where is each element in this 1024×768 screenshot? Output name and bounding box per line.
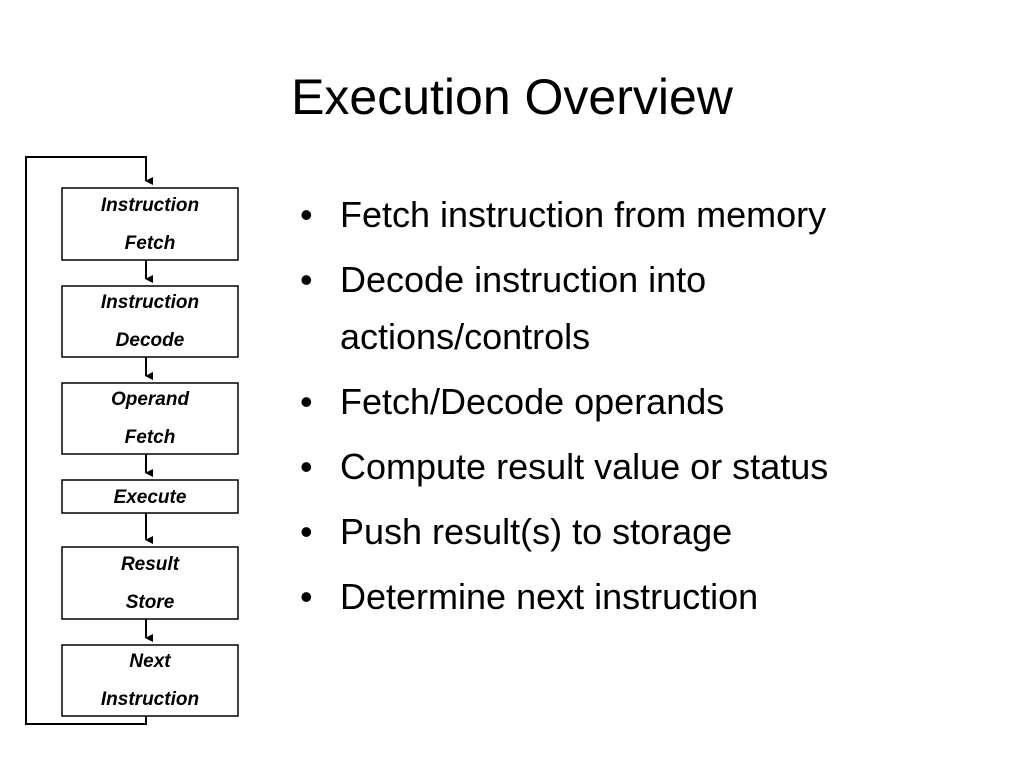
bullet-text: Determine next instruction bbox=[340, 576, 759, 617]
stage-box bbox=[61, 382, 239, 455]
bullet-text-continuation: actions/controls bbox=[340, 316, 591, 357]
stage-label-line2: Decode bbox=[116, 330, 185, 351]
bullet-item: • Push result(s) to storage bbox=[300, 503, 1000, 560]
slide-title: Execution Overview bbox=[291, 69, 733, 125]
bullet-dot: • bbox=[300, 381, 313, 422]
stage-instruction-decode: Instruction Decode bbox=[61, 285, 239, 358]
stage-label-line2: Fetch bbox=[125, 427, 176, 448]
pipeline-flowchart: Instruction Fetch Instruction Decode Ope… bbox=[25, 156, 239, 725]
bullet-list: • Fetch instruction from memory • Decode… bbox=[300, 186, 1000, 633]
stage-label-line1: Execute bbox=[114, 487, 187, 508]
stage-execute: Execute bbox=[61, 479, 239, 514]
stage-instruction-fetch: Instruction Fetch bbox=[61, 187, 239, 261]
feedback-loop-arrow bbox=[25, 156, 153, 725]
bullet-text: Decode instruction into bbox=[340, 259, 707, 300]
stage-label-line1: Next bbox=[129, 651, 171, 672]
stage-label-line2: Instruction bbox=[101, 689, 199, 710]
bullet-dot: • bbox=[300, 576, 313, 617]
bullet-text: Fetch instruction from memory bbox=[340, 194, 827, 235]
bullet-text: Compute result value or status bbox=[340, 446, 829, 487]
stage-box bbox=[61, 285, 239, 358]
stage-label-line2: Store bbox=[126, 592, 175, 613]
stage-label-line1: Instruction bbox=[101, 195, 199, 216]
stage-box bbox=[61, 187, 239, 261]
bullet-text: Push result(s) to storage bbox=[340, 511, 733, 552]
bullet-dot: • bbox=[300, 194, 313, 235]
bullet-text: Fetch/Decode operands bbox=[340, 381, 725, 422]
stage-next-instruction: Next Instruction bbox=[61, 644, 239, 717]
stage-result-store: Result Store bbox=[61, 546, 239, 620]
stage-label-line2: Fetch bbox=[125, 233, 176, 254]
stage-box bbox=[61, 479, 239, 514]
bullet-item: • Fetch/Decode operands bbox=[300, 373, 1000, 430]
stage-label-line1: Result bbox=[121, 554, 180, 575]
bullet-item: • Determine next instruction bbox=[300, 568, 1000, 625]
bullet-dot: • bbox=[300, 259, 313, 300]
stage-operand-fetch: Operand Fetch bbox=[61, 382, 239, 455]
stage-label-line1: Operand bbox=[111, 389, 190, 410]
bullet-item: • Decode instruction into actions/contro… bbox=[300, 251, 1000, 365]
bullet-dot: • bbox=[300, 446, 313, 487]
bullet-item: • Compute result value or status bbox=[300, 438, 1000, 495]
stage-label-line1: Instruction bbox=[101, 292, 199, 313]
bullet-item: • Fetch instruction from memory bbox=[300, 186, 1000, 243]
bullet-dot: • bbox=[300, 511, 313, 552]
stage-box bbox=[61, 644, 239, 717]
stage-box bbox=[61, 546, 239, 620]
